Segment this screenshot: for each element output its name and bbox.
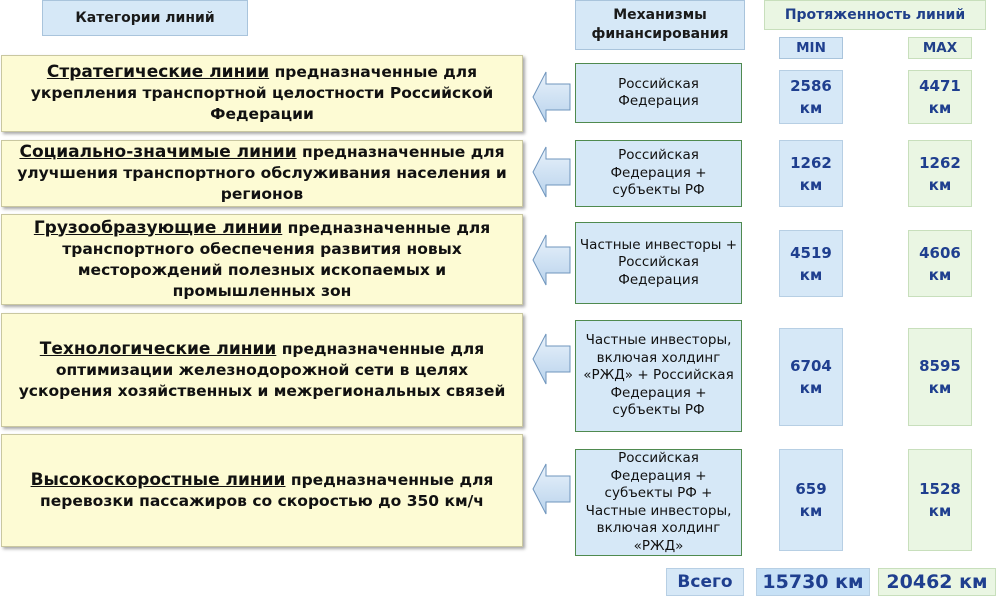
max-value-cell: 1528 км: [908, 449, 972, 551]
categories-header: Категории линий: [42, 0, 248, 36]
mechanism-text: Российская Федерация + субъекты РФ + Час…: [585, 450, 732, 554]
left-arrow-icon: [532, 71, 571, 123]
mechanism-cell: Частные инвесторы, включая холдинг «РЖД»…: [575, 320, 742, 432]
min-value-cell: 1262 км: [779, 140, 843, 207]
min-value: 659 км: [795, 480, 827, 520]
length-header: Протяженность линий: [764, 0, 986, 30]
left-arrow-icon: [532, 146, 571, 198]
min-value: 6704 км: [790, 357, 832, 397]
max-value: 4606 км: [919, 243, 961, 284]
category-description: предназначенные для перевозки пассажиров…: [40, 470, 494, 510]
total-max: 20462 км: [878, 568, 996, 596]
category-description: предназначенные для транспортного обеспе…: [62, 218, 491, 300]
left-arrow-icon: [532, 463, 571, 515]
length-header-label: Протяженность линий: [784, 7, 966, 23]
mechanism-cell: Российская Федерация + субъекты РФ + Час…: [575, 449, 742, 556]
category-social: Социально-значимые линии предназначенные…: [1, 140, 523, 207]
mechanism-cell: Частные инвесторы + Российская Федерация: [575, 222, 742, 304]
total-min-value: 15730 км: [762, 571, 864, 593]
mechanisms-header: Механизмы финансирования: [575, 0, 745, 50]
category-technological: Технологические линии предназначенные дл…: [1, 313, 523, 427]
categories-header-label: Категории линий: [75, 10, 215, 26]
category-name: Технологические линии: [39, 338, 277, 359]
category-description: предназначенные для улучшения транспортн…: [17, 143, 507, 203]
mechanisms-header-label: Механизмы финансирования: [591, 7, 729, 42]
min-header-label: MIN: [796, 40, 826, 56]
total-label-text: Всего: [677, 572, 733, 592]
max-value: 8595 км: [919, 357, 961, 397]
category-text: Социально-значимые линии предназначенные…: [10, 142, 514, 205]
mechanism-text: Частные инвесторы + Российская Федерация: [579, 236, 738, 288]
min-value-cell: 6704 км: [779, 328, 843, 426]
min-value: 4519 км: [790, 243, 832, 284]
category-name: Высокоскоростные линии: [30, 469, 286, 490]
total-min: 15730 км: [756, 568, 870, 596]
category-name: Стратегические линии: [46, 62, 270, 82]
max-value: 4471 км: [919, 77, 961, 117]
category-freight: Грузообразующие линии предназначенные дл…: [1, 214, 523, 305]
max-value-cell: 4471 км: [908, 70, 972, 124]
max-value: 1528 км: [919, 480, 961, 520]
max-value: 1262 км: [919, 153, 961, 194]
category-description: предназначенные для оптимизации железнод…: [18, 339, 506, 400]
mechanism-text: Российская Федерация: [618, 75, 699, 110]
mechanism-cell: Российская Федерация + субъекты РФ: [575, 140, 742, 207]
category-text: Высокоскоростные линии предназначенные д…: [10, 470, 514, 512]
max-header-label: MAX: [922, 40, 958, 56]
left-arrow-icon: [532, 333, 571, 385]
left-arrow-icon: [532, 234, 571, 286]
min-value: 2586 км: [790, 77, 832, 117]
category-description: предназначенные для укрепления транспорт…: [30, 63, 494, 123]
category-text: Технологические линии предназначенные дл…: [10, 339, 514, 402]
min-value-cell: 2586 км: [779, 70, 843, 124]
min-header: MIN: [779, 37, 843, 59]
max-value-cell: 1262 км: [908, 140, 972, 207]
category-text: Грузообразующие линии предназначенные дл…: [10, 218, 514, 302]
total-max-value: 20462 км: [886, 571, 988, 593]
total-label: Всего: [666, 568, 744, 596]
min-value-cell: 4519 км: [779, 230, 843, 297]
max-header: MAX: [908, 37, 972, 59]
mechanism-cell: Российская Федерация: [575, 63, 742, 123]
max-value-cell: 8595 км: [908, 328, 972, 426]
category-strategic: Стратегические линии предназначенные для…: [1, 55, 523, 132]
mechanism-text: Частные инвесторы, включая холдинг «РЖД»…: [583, 332, 734, 419]
max-value-cell: 4606 км: [908, 230, 972, 297]
mechanism-text: Российская Федерация + субъекты РФ: [610, 147, 707, 199]
category-name: Социально-значимые линии: [19, 142, 297, 162]
category-name: Грузообразующие линии: [33, 217, 283, 238]
min-value-cell: 659 км: [779, 449, 843, 551]
category-text: Стратегические линии предназначенные для…: [10, 62, 514, 125]
category-high-speed: Высокоскоростные линии предназначенные д…: [1, 434, 523, 547]
min-value: 1262 км: [790, 153, 832, 194]
